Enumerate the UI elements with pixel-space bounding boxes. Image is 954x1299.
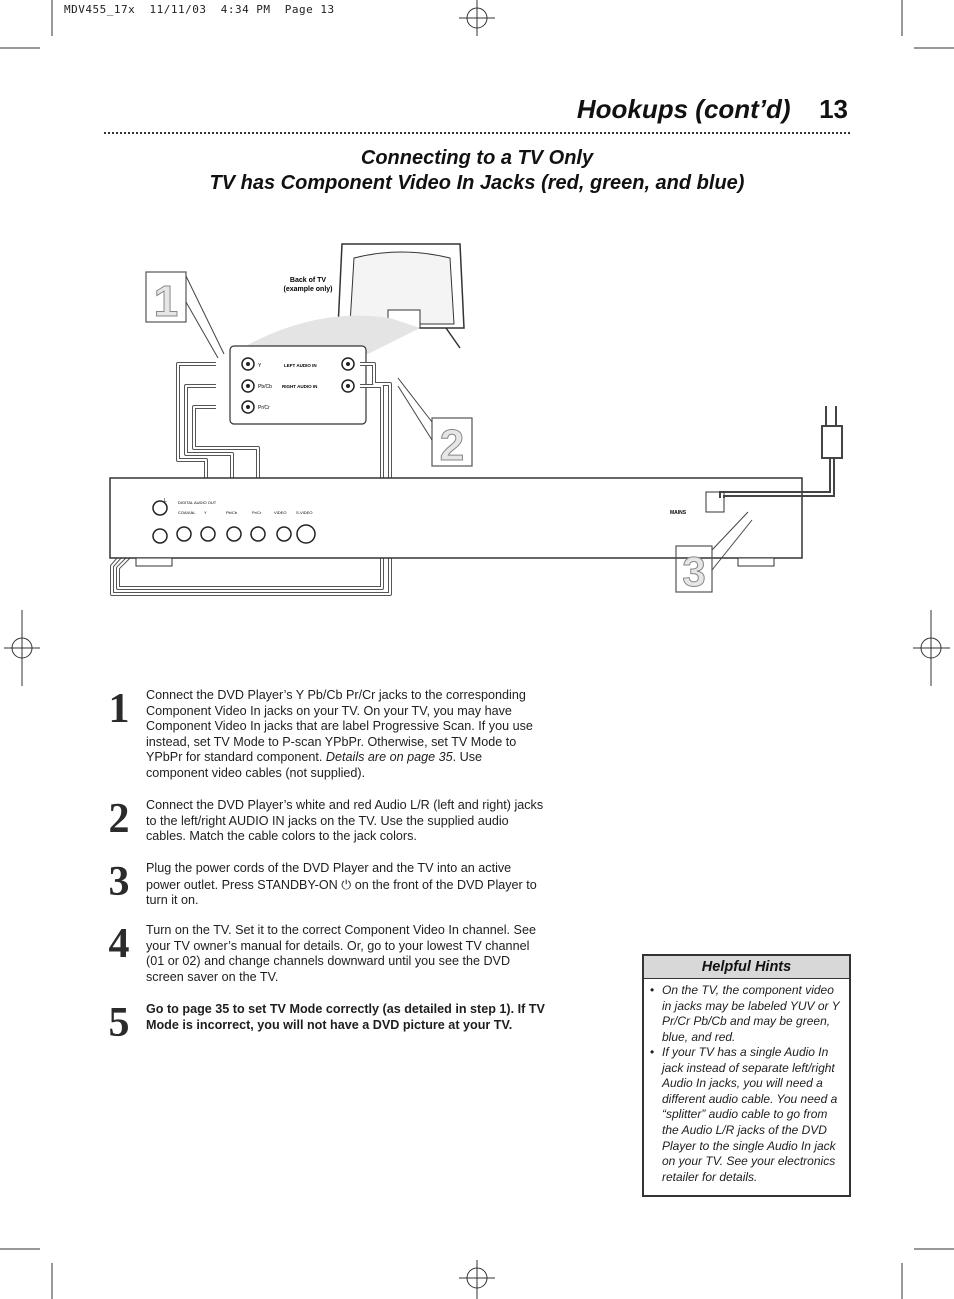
step-5-text: Go to page 35 to set TV Mode correctly (… [146,1002,545,1032]
player-jack-pb: Pb/Cb [226,510,238,515]
step-4-text: Turn on the TV. Set it to the correct Co… [146,923,536,984]
player-coaxial-label: COAXIAL [178,510,196,515]
section-title-line1: Connecting to a TV Only [360,147,594,169]
bullet-icon: • [650,1045,655,1059]
dvd-player-back: L DIGITAL AUDIO OUT COAXIAL Y Pb/Cb Pr/C… [109,477,803,567]
callout-2: 2 [397,377,473,471]
player-jack-svideo: S-VIDEO [296,510,312,515]
tv-jack-label-pb: Pb/Cb [258,384,272,390]
header-title: Hookups (cont’d) [576,94,791,124]
print-slug: MDV455_17x 11/11/03 4:34 PM Page 13 [64,3,335,16]
step-3-number: 3 [108,859,130,905]
step-4-number: 4 [108,921,130,967]
player-digital-label: DIGITAL AUDIO OUT [178,500,217,505]
tv-jack-label-pr: Pr/Cr [258,405,270,411]
step-1-text: Connect the DVD Player’s Y Pb/Cb Pr/Cr j… [146,688,546,782]
tv-back: Back of TV (example only) [232,243,465,354]
step-3-after: on the front of the DVD Player to turn i… [146,877,537,908]
header-rule [104,132,850,134]
callout-1: 1 [145,271,225,359]
hint-item-2: If your TV has a single Audio In jack in… [662,1045,838,1184]
page-header: Hookups (cont’d) 13 [577,94,848,125]
section-title-line2: TV has Component Video In Jacks (red, gr… [209,172,745,194]
step-1-after: . Use component video cables (not suppli… [146,750,483,780]
step-3-text: Plug the power cords of the DVD Player a… [146,861,546,909]
bullet-icon: • [650,983,655,997]
step-1-italic: Details are on page 35 [325,750,453,765]
player-jack-y: Y [204,510,207,515]
step-2-text: Connect the DVD Player’s white and red A… [146,798,544,844]
page-number: 13 [819,94,848,124]
tv-jack-panel: Y Pb/Cb Pr/Cr LEFT AUDIO IN RIGHT AUDIO … [229,345,367,425]
helpful-hints-heading: Helpful Hints [644,956,849,979]
hint-item-1: On the TV, the component video in jacks … [662,983,840,1044]
player-audio-label-l: L [164,498,167,504]
step-1-body: Connect the DVD Player’s Y Pb/Cb Pr/Cr j… [146,688,533,765]
mains-label: MAINS [670,510,687,516]
step-3-body: Plug the power cords of the DVD Player a… [146,861,512,892]
step-2-number: 2 [108,796,130,842]
callout-3: 3 [675,511,753,596]
callout-3-number: 3 [682,548,705,595]
player-jack-video: VIDEO [274,510,286,515]
tv-audio-label-left: LEFT AUDIO IN [284,363,317,368]
tv-audio-label-right: RIGHT AUDIO IN [282,384,317,389]
callout-1-number: 1 [154,277,178,326]
step-5-number: 5 [108,1000,130,1046]
step-1-number: 1 [108,686,130,732]
helpful-hints-box [642,954,851,1197]
callout-2-number: 2 [440,421,464,470]
tv-label-line2: (example only) [283,286,332,293]
tv-jack-label-y: Y [258,363,262,369]
power-cord [719,406,843,498]
tv-label-line1: Back of TV [290,277,327,284]
standby-icon: ⏻ [341,876,352,892]
player-jack-pr: Pr/Cr [252,510,262,515]
hookup-diagram: 1 Back of TV (example only) Y Pb/Cb Pr/C… [109,243,843,596]
